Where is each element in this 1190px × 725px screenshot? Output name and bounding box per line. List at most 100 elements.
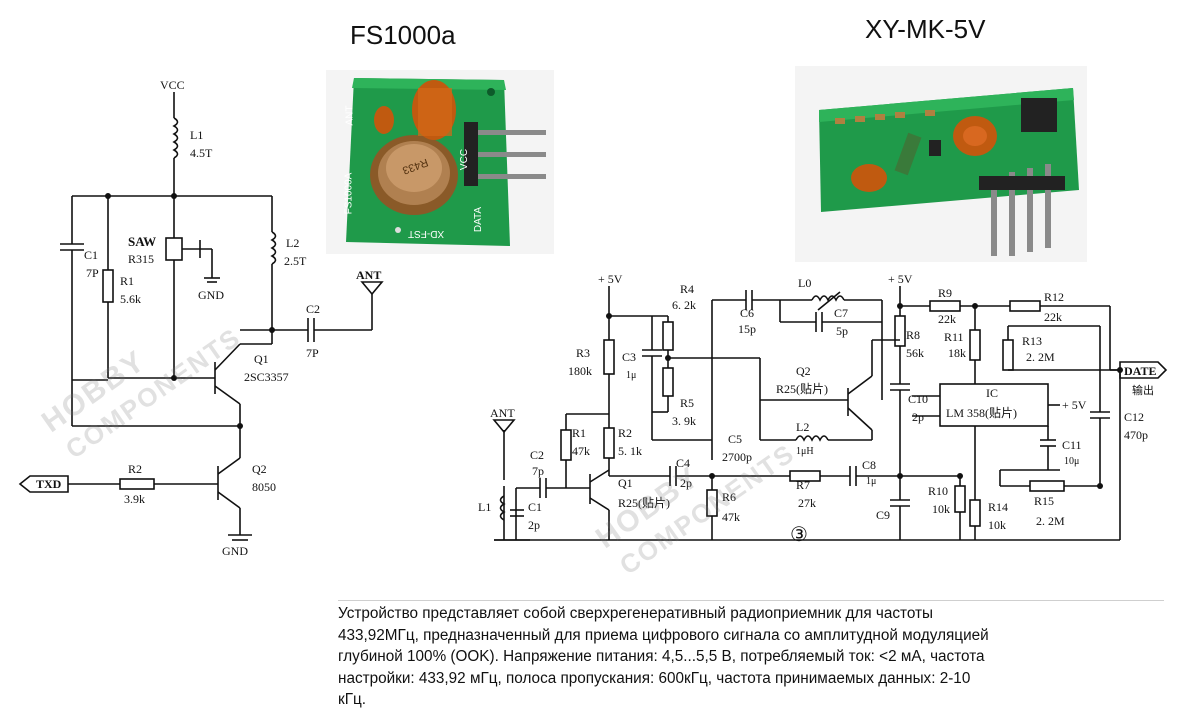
tx-saw-value: R315 [128, 252, 155, 266]
tx-r2-label: R2 [128, 462, 143, 476]
rx-r10-label: R10 [928, 484, 949, 498]
tx-l1-value: 4.5T [190, 146, 213, 160]
rx-vplus-mid-label: + 5V [888, 272, 913, 286]
rx-ic-label: IC [986, 386, 998, 400]
rx-c8-label: C8 [862, 458, 877, 472]
rx-r3-label: R3 [576, 346, 591, 360]
rx-l2-label: L2 [796, 420, 810, 434]
rx-c2-label: C2 [530, 448, 545, 462]
description-text: Устройство представляет собой сверхреген… [338, 600, 1164, 711]
tx-q1-value: 2SC3357 [244, 370, 289, 384]
tx-gnd-bottom-label: GND [222, 544, 248, 558]
rx-c6-label: C6 [740, 306, 755, 320]
rx-q1-value: R25(贴片) [618, 496, 670, 510]
rx-c8-value: 1μ [866, 476, 877, 487]
rx-mark-label: ③ [790, 524, 808, 546]
rx-r2-label: R2 [618, 426, 633, 440]
rx-c12-value: 470p [1124, 428, 1148, 442]
rx-r12-value: 22k [1044, 310, 1062, 324]
rx-c12-label: C12 [1124, 410, 1145, 424]
rx-r9-value: 22k [938, 312, 956, 326]
tx-q2-label: Q2 [252, 462, 267, 476]
rx-ant-label: ANT [490, 406, 515, 420]
tx-r1-value: 5.6k [120, 292, 141, 306]
rx-c10-value: 2p [912, 410, 924, 424]
description-line-3: глубиной 100% (OOK). Напряжение питания:… [338, 648, 985, 666]
rx-vplus-left-label: + 5V [598, 272, 623, 286]
rx-r3-value: 180k [568, 364, 592, 378]
rx-c9-label: C9 [876, 508, 891, 522]
rx-date-sub-label: 输出 [1132, 385, 1154, 397]
rx-r10-value: 10k [932, 502, 950, 516]
tx-vcc-label: VCC [160, 78, 185, 92]
receiver-board-photo [795, 66, 1087, 262]
rx-c3-value: 1μ [626, 370, 637, 381]
tx-c2-label: C2 [306, 302, 321, 316]
rx-r6-label: R6 [722, 490, 737, 504]
rx-r2-value: 5. 1k [618, 444, 642, 458]
tx-l2-value: 2.5T [284, 254, 307, 268]
description-line-1: Устройство представляет собой сверхреген… [338, 605, 933, 622]
tx-gnd-top-label: GND [198, 288, 224, 302]
rx-r4-value: 6. 2k [672, 298, 696, 312]
tx-c1-value: 7P [86, 266, 99, 280]
rx-r14-value: 10k [988, 518, 1006, 532]
tx-q1-label: Q1 [254, 352, 269, 366]
transmitter-title: FS1000a [350, 20, 456, 50]
rx-c10-label: C10 [908, 392, 929, 406]
description-line-4: настройки: 433,92 мГц, полоса пропускани… [338, 669, 971, 687]
rx-date-label[interactable]: DATE [1124, 364, 1157, 378]
rx-r13-label: R13 [1022, 334, 1043, 348]
rx-ic-value: LM 358(贴片) [946, 406, 1017, 420]
rx-r6-value: 47k [722, 510, 740, 524]
rx-r14-label: R14 [988, 500, 1009, 514]
rx-c4-value: 2p [680, 476, 692, 490]
tx-r2-value: 3.9k [124, 492, 145, 506]
rx-c5-value: 2700p [722, 450, 752, 464]
tx-saw-label: SAW [128, 234, 157, 249]
tx-c1-label: C1 [84, 248, 99, 262]
tx-l1-label: L1 [190, 128, 204, 142]
rx-r15-value: 2. 2M [1036, 514, 1065, 528]
rx-l0-label: L0 [798, 276, 812, 290]
tx-txd-label: TXD [36, 477, 62, 491]
rx-r5-label: R5 [680, 396, 695, 410]
rx-r5-value: 3. 9k [672, 414, 696, 428]
rx-l2-value: 1μH [796, 446, 814, 457]
tx-c2-value: 7P [306, 346, 319, 360]
tx-ant-label: ANT [356, 268, 382, 282]
tx-l2-label: L2 [286, 236, 300, 250]
rx-r8-label: R8 [906, 328, 921, 342]
rx-c7-label: C7 [834, 306, 849, 320]
rx-c1-label: C1 [528, 500, 543, 514]
rx-c3-label: C3 [622, 350, 637, 364]
rx-q2-value: R25(贴片) [776, 382, 828, 396]
rx-r13-value: 2. 2M [1026, 350, 1055, 364]
description-line-5: кГц. [338, 691, 366, 709]
receiver-title: XY-MK-5V [865, 14, 986, 44]
rx-r8-value: 56k [906, 346, 924, 360]
rx-c5-label: C5 [728, 432, 743, 446]
rx-c4-label: C4 [676, 456, 691, 470]
rx-r7-value: 27k [798, 496, 816, 510]
tx-q2-value: 8050 [252, 480, 276, 494]
rx-r15-label: R15 [1034, 494, 1055, 508]
rx-r12-label: R12 [1044, 290, 1065, 304]
rx-c2-value: 7p [532, 464, 544, 478]
rx-c6-value: 15p [738, 322, 756, 336]
rx-c1-value: 2p [528, 518, 540, 532]
rx-r11-value: 18k [948, 346, 966, 360]
tx-r1-label: R1 [120, 274, 135, 288]
rx-c11-value: 10μ [1064, 456, 1080, 467]
rx-c7-value: 5p [836, 324, 848, 338]
rx-l1-label: L1 [478, 500, 492, 514]
rx-r4-label: R4 [680, 282, 695, 296]
rx-r9-label: R9 [938, 286, 953, 300]
transmitter-board-photo: ANT FS1000A VCC DATA XD-FST R433 [326, 70, 554, 254]
rx-r1-value: 47k [572, 444, 590, 458]
rx-q1-label: Q1 [618, 476, 633, 490]
rx-r7-label: R7 [796, 478, 811, 492]
rx-r1-label: R1 [572, 426, 587, 440]
rx-q2-label: Q2 [796, 364, 811, 378]
